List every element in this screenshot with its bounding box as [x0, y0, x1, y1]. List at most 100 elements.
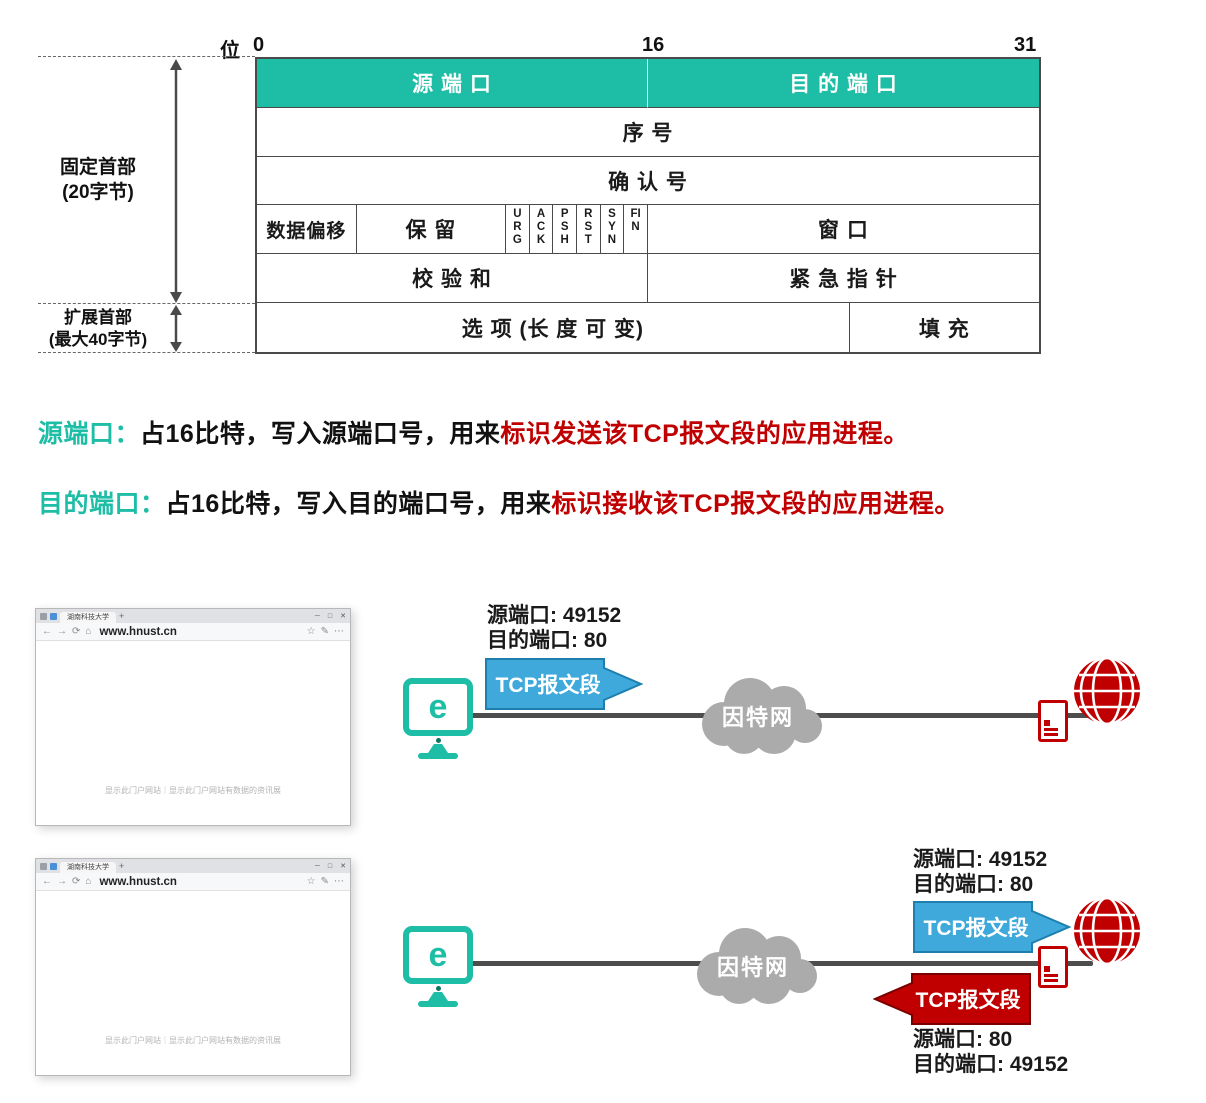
browser-window-1: 湖南科技大学 + ─ □ ✕ ← → ⟳ ⌂ www.hnust.cn ☆ ✎ …	[35, 608, 351, 826]
field-flag-urg: URG	[506, 205, 530, 255]
dashed-line-top	[38, 56, 255, 57]
tab-favicon	[50, 612, 57, 620]
refresh-icon: ⟳	[72, 875, 81, 887]
server-doc-icon-2	[1038, 946, 1068, 988]
bit-mark-16: 16	[642, 34, 665, 56]
maximize-icon: □	[327, 612, 333, 620]
page-caption: 显示此门户网站｜显示此门户网站有数据的资讯展	[105, 1035, 281, 1045]
page-caption: 显示此门户网站｜显示此门户网站有数据的资讯展	[105, 785, 281, 795]
fixed-header-label-line2: (20字节)	[62, 181, 134, 203]
note2-highlight: 标识接收该TCP报文段的应用进程。	[551, 490, 960, 518]
internet-label: 因特网	[721, 705, 794, 730]
row-checksum: 校 验 和 紧 急 指 针	[257, 254, 1039, 304]
note2-body: 占16比特，写入目的端口号，用来	[165, 490, 552, 518]
ext-header-label-line2: (最大40字节)	[48, 330, 148, 350]
field-flag-fin: FIN	[624, 205, 648, 255]
note1-body: 占16比特，写入源端口号，用来	[140, 420, 501, 448]
field-options: 选 项 (长 度 可 变)	[257, 303, 850, 352]
monitor-button	[435, 986, 441, 991]
server-doc-icon-1	[1038, 700, 1068, 742]
client-computer-icon-1: e	[403, 678, 473, 759]
ext-header-label: 扩展首部 (最大40字节)	[30, 307, 166, 351]
ext-header-extent-arrow	[170, 305, 182, 352]
new-tab-icon: +	[119, 861, 125, 871]
note-source-port: 源端口：占16比特，写入源端口号，用来标识发送该TCP报文段的应用进程。	[38, 414, 909, 450]
note1-highlight: 标识发送该TCP报文段的应用进程。	[500, 420, 909, 448]
monitor-button	[435, 738, 441, 743]
flag-ack-label: ACK	[536, 208, 546, 247]
block-arrow-left-icon	[872, 973, 1031, 1025]
tcp-segment-label-3: TCP报文段	[915, 989, 1021, 1012]
flag-syn-label: SYN	[607, 208, 617, 247]
back-icon: ←	[42, 875, 52, 887]
edit-icon: ✎	[320, 625, 329, 637]
block-arrow-right-icon	[913, 901, 1072, 953]
browser-tabbar: 湖南科技大学 + ─ □ ✕	[36, 609, 350, 623]
globe-icon-1	[1072, 656, 1142, 731]
flag-urg-label: URG	[512, 208, 522, 247]
doc-dot	[1044, 720, 1050, 726]
note1-term: 源端口：	[38, 420, 141, 448]
browser-tabbar: 湖南科技大学 + ─ □ ✕	[36, 859, 350, 873]
home-icon: ⌂	[85, 875, 92, 887]
address-url: www.hnust.cn	[99, 625, 177, 638]
forward-icon: →	[57, 875, 67, 887]
fixed-header-label: 固定首部 (20字节)	[36, 156, 160, 205]
browser-page: 显示此门户网站｜显示此门户网站有数据的资讯展	[36, 891, 350, 1075]
globe-icon-2	[1072, 896, 1142, 971]
scene2-response-port-labels: 源端口: 80 目的端口: 49152	[913, 1028, 1068, 1078]
fixed-header-label-line1: 固定首部	[59, 157, 136, 178]
scene2-resp-dest-port-label: 目的端口: 49152	[913, 1052, 1069, 1076]
home-icon: ⌂	[85, 625, 92, 637]
doc-dot	[1044, 966, 1050, 972]
doc-line	[1044, 733, 1058, 736]
browser-tab: 湖南科技大学	[60, 612, 116, 623]
tab-favicon	[50, 862, 57, 870]
browser-logo-icon	[40, 612, 47, 620]
tcp-segment-arrow-left: TCP报文段	[872, 973, 1031, 1025]
doc-line	[1044, 728, 1058, 731]
flag-rst-label: RST	[584, 208, 593, 247]
browser-e-logo: e	[428, 688, 448, 726]
browser-e-logo: e	[428, 936, 448, 974]
field-checksum: 校 验 和	[257, 254, 648, 304]
tcp-header-table: 源 端 口 目 的 端 口 序 号 确 认 号 数据偏移 保 留 URG ACK…	[255, 57, 1041, 354]
cloud-shape-icon	[702, 678, 822, 754]
row-flags: 数据偏移 保 留 URG ACK PSH RST SYN FIN 窗 口	[257, 205, 1039, 255]
doc-line	[1044, 974, 1058, 977]
monitor-base	[418, 1001, 458, 1007]
row-ack: 确 认 号	[257, 157, 1039, 206]
minimize-icon: ─	[314, 862, 320, 870]
field-source-port: 源 端 口	[257, 59, 648, 108]
row-seq: 序 号	[257, 108, 1039, 157]
more-icon: ⋯	[334, 625, 344, 637]
monitor-stand	[428, 992, 448, 1001]
monitor-base	[418, 753, 458, 759]
close-icon: ✕	[340, 613, 346, 620]
field-padding: 填 充	[918, 317, 970, 341]
row-ports: 源 端 口 目 的 端 口	[257, 59, 1039, 108]
field-ack-number: 确 认 号	[257, 157, 1039, 206]
tcp-segment-label-1: TCP报文段	[495, 674, 601, 697]
browser-window-2: 湖南科技大学 + ─ □ ✕ ← → ⟳ ⌂ www.hnust.cn ☆ ✎ …	[35, 858, 351, 1076]
block-arrow-right-icon	[485, 658, 644, 710]
scene1-dest-port-label: 目的端口: 80	[487, 628, 608, 652]
field-reserved: 保 留	[356, 205, 507, 255]
edit-icon: ✎	[320, 875, 329, 887]
internet-cloud-2: 因特网	[683, 920, 823, 1012]
browser-logo-icon	[40, 862, 47, 870]
field-flag-syn: SYN	[600, 205, 625, 255]
field-window: 窗 口	[647, 205, 1039, 255]
field-urgent-pointer: 紧 急 指 针	[648, 254, 1039, 304]
browser-page: 显示此门户网站｜显示此门户网站有数据的资讯展	[36, 641, 350, 825]
new-tab-icon: +	[119, 611, 125, 621]
doc-line	[1044, 979, 1058, 982]
close-icon: ✕	[340, 863, 346, 870]
scene1-port-labels: 源端口: 49152 目的端口: 80	[487, 604, 621, 654]
address-url: www.hnust.cn	[99, 875, 177, 888]
dashed-line-middle	[38, 303, 255, 304]
more-icon: ⋯	[334, 875, 344, 887]
flag-psh-label: PSH	[560, 208, 569, 247]
field-data-offset: 数据偏移	[257, 205, 357, 255]
